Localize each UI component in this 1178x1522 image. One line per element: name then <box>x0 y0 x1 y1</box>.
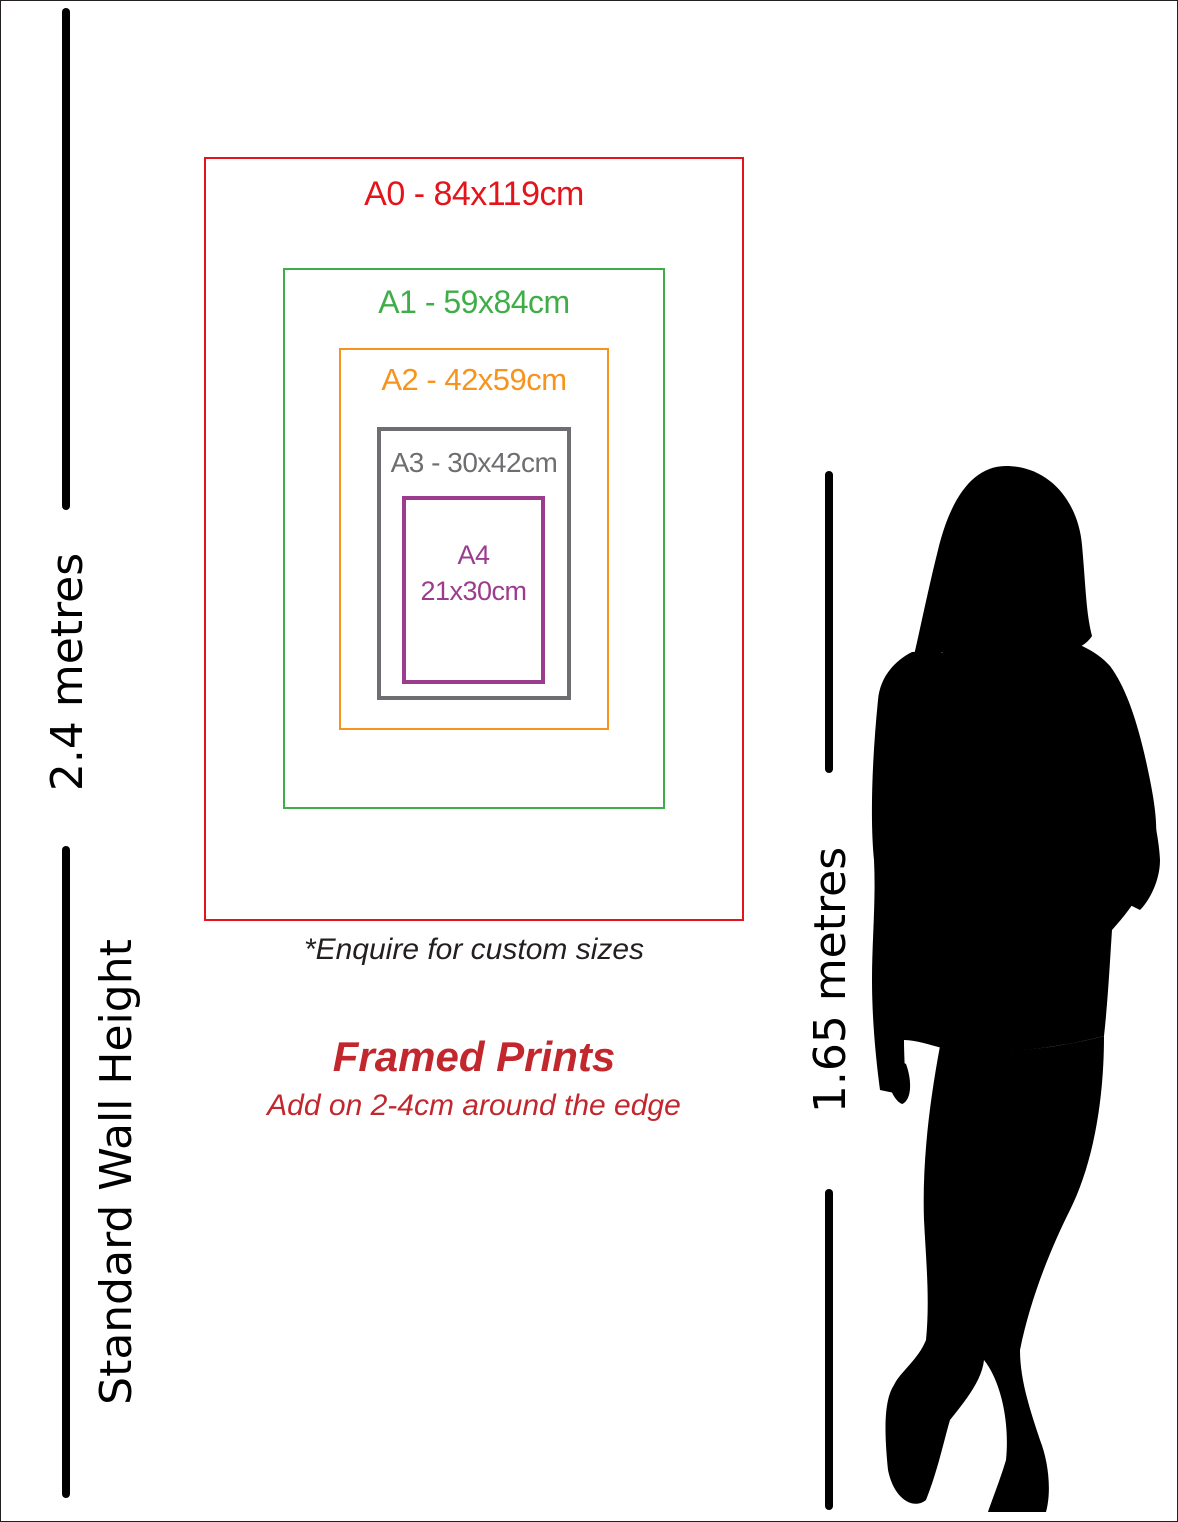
a2-size-box: A2 - 42x59cm <box>339 348 609 730</box>
person-height-bar-bottom <box>825 1189 833 1510</box>
wall-height-bar-bottom <box>62 846 70 1498</box>
a1-size-label: A1 - 59x84cm <box>378 284 570 320</box>
a3-size-box: A3 - 30x42cm <box>377 427 571 700</box>
a0-size-label: A0 - 84x119cm <box>364 175 584 213</box>
a4-size-box: A4 21x30cm <box>402 496 545 684</box>
wall-height-bar-top <box>62 8 70 510</box>
person-height-bar-top <box>825 471 833 773</box>
a1-size-box: A1 - 59x84cm <box>283 268 665 809</box>
a0-size-box: A0 - 84x119cm <box>204 157 744 921</box>
custom-sizes-note: *Enquire for custom sizes <box>303 933 645 966</box>
framed-prints-title: Framed Prints <box>332 1033 616 1080</box>
a2-size-label: A2 - 42x59cm <box>381 362 567 397</box>
framed-prints-subtitle: Add on 2-4cm around the edge <box>267 1089 681 1122</box>
a4-size-label-line1: A4 <box>457 540 490 570</box>
a3-size-label: A3 - 30x42cm <box>390 447 558 478</box>
a4-size-label-line2: 21x30cm <box>420 576 527 606</box>
